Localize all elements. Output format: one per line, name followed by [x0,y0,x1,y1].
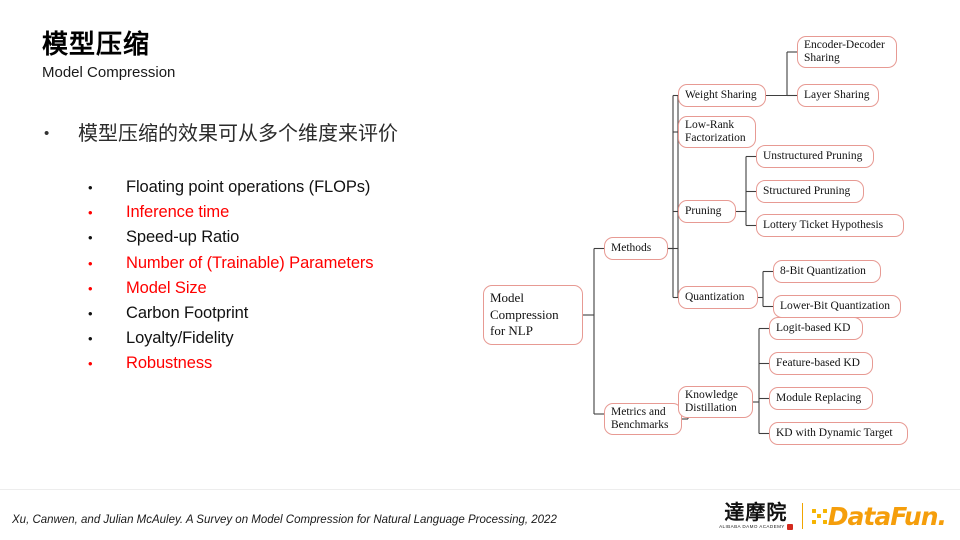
tree-node-struct: Structured Pruning [756,180,864,203]
tree-node-layershare: Layer Sharing [797,84,879,107]
datafun-dots-icon [811,508,827,524]
bullet-marker-icon: • [88,230,93,246]
footer-logos: 達摩院 ALIBABA DAMO ACADEMY DataFun. [719,498,947,534]
tree-node-unstruct: Unstructured Pruning [756,145,874,168]
bullet-marker-icon: • [88,180,93,195]
bullet-marker-icon: • [88,356,93,372]
damo-seal-icon [786,524,793,530]
metric-label: Carbon Footprint [126,303,249,322]
tree-node-kddyn: KD with Dynamic Target [769,422,908,445]
bullet-marker-icon: • [88,280,93,296]
tree-node-logitkd: Logit-based KD [769,317,863,340]
damo-academy-logo: 達摩院 ALIBABA DAMO ACADEMY [719,502,793,530]
metric-list-item: • Floating point operations (FLOPs) [88,175,488,200]
tree-node-lottery: Lottery Ticket Hypothesis [756,214,904,237]
datafun-logo: DataFun. [811,501,947,531]
bullet-marker-icon: • [88,331,93,347]
bullet-marker-icon: • [88,205,93,221]
tree-node-lowrank: Low-Rank Factorization [678,116,756,148]
tree-node-methods: Methods [604,237,668,260]
metric-list-item: • Inference time [88,200,488,225]
tree-node-weight: Weight Sharing [678,84,766,107]
metric-list-item: • Speed-up Ratio [88,225,488,250]
bullet-marker-icon: • [88,305,93,321]
lead-bullet-row: • 模型压缩的效果可从多个维度来评价 [44,122,474,146]
citation-text: Xu, Canwen, and Julian McAuley. A Survey… [12,514,557,526]
bullet-marker-icon: • [44,125,50,142]
methods-spine [668,94,678,299]
tree-node-pruning: Pruning [678,200,736,223]
tree-node-root: Model Compression for NLP [483,285,583,345]
metric-label: Inference time [126,203,230,222]
metric-list-item: • Loyalty/Fidelity [88,326,488,351]
metric-label: Robustness [126,354,213,373]
tree-node-featkd: Feature-based KD [769,352,873,375]
page-title-english: Model Compression [42,64,176,81]
lead-bullet-text: 模型压缩的效果可从多个维度来评价 [78,123,398,145]
tree-node-modrep: Module Replacing [769,387,873,410]
damo-logo-chinese: 達摩院 [724,500,788,524]
logo-divider [801,503,803,529]
tree-node-encdec: Encoder-Decoder Sharing [797,36,897,68]
tree-node-qlow: Lower-Bit Quantization [773,295,901,318]
bullet-marker-icon: • [88,255,93,271]
metric-label: Floating point operations (FLOPs) [126,178,371,196]
tree-node-quant: Quantization [678,286,758,309]
metric-list-item: • Carbon Footprint [88,301,488,326]
metrics-bullet-list: • Floating point operations (FLOPs) • Infer… [88,175,488,377]
tree-node-q8: 8-Bit Quantization [773,260,881,283]
metric-label: Loyalty/Fidelity [126,329,234,348]
page-title-chinese: 模型压缩 [42,29,151,59]
tree-node-metrics: Metrics and Benchmarks [604,403,682,435]
metric-label: Speed-up Ratio [126,228,240,247]
damo-logo-english-text: ALIBABA DAMO ACADEMY [719,523,785,529]
metric-label: Number of (Trainable) Parameters [126,253,374,272]
damo-logo-english: ALIBABA DAMO ACADEMY [719,524,793,530]
metric-list-item: • Model Size [88,276,488,301]
footer-divider [0,489,960,490]
metric-label: Model Size [126,278,207,297]
datafun-logo-text: DataFun. [827,501,947,531]
tree-node-kd: Knowledge Distillation [678,386,753,418]
metric-list-item: • Robustness [88,351,488,376]
metric-list-item: • Number of (Trainable) Parameters [88,251,488,276]
